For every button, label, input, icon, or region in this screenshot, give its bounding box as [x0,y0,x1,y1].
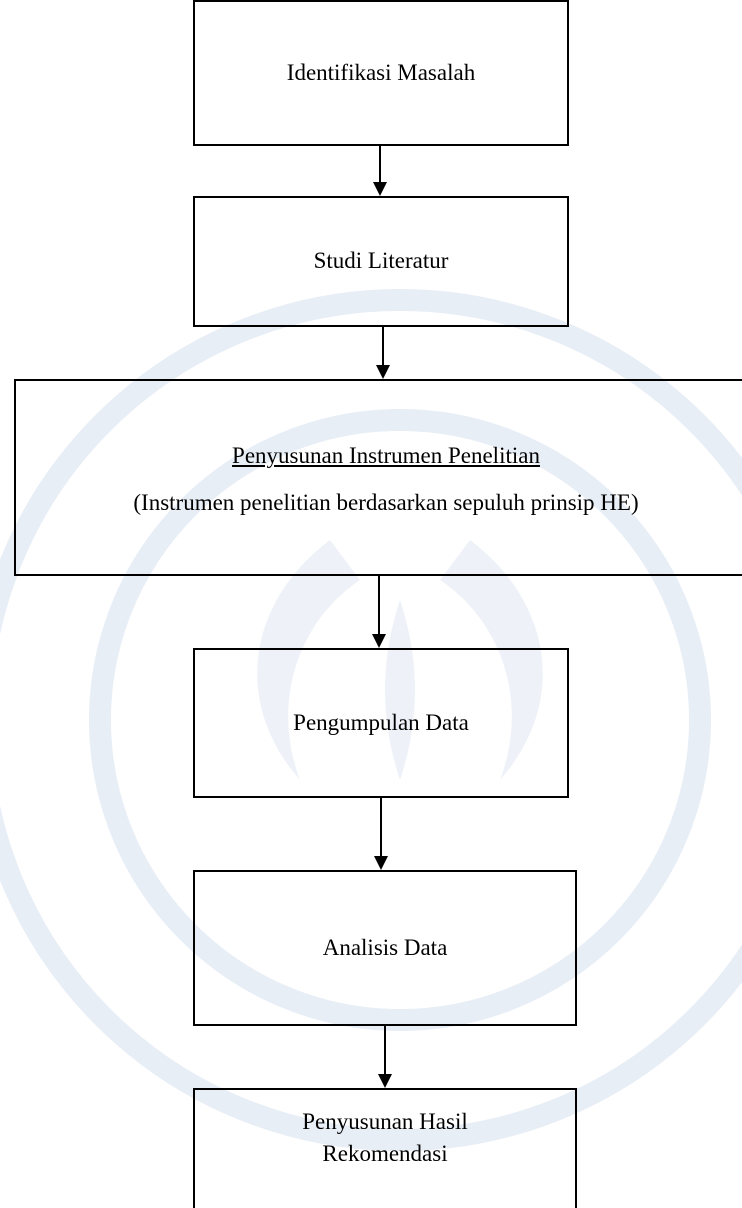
step-label: Pengumpulan Data [293,709,469,735]
step-label: Analisis Data [322,934,448,960]
step-sublabel: (Instrumen penelitian berdasarkan sepulu… [133,489,639,515]
step-analisis-data: Analisis Data [193,870,577,1026]
step-label-line1: Penyusunan Hasil [302,1109,468,1134]
arrow-2 [373,327,393,379]
step-penyusunan-hasil: Penyusunan Hasil Rekomendasi [193,1088,577,1208]
arrow-1 [370,146,390,196]
step-label: Penyusunan Instrumen Penelitian [232,443,540,469]
step-label: Identifikasi Masalah [286,59,476,85]
arrow-3 [369,576,389,648]
step-label-line2: Rekomendasi [322,1141,448,1167]
step-label: Studi Literatur [313,248,449,274]
step-identifikasi-masalah: Identifikasi Masalah [193,0,569,146]
step-studi-literatur: Studi Literatur [193,196,569,327]
step-pengumpulan-data: Pengumpulan Data [193,648,569,798]
step-penyusunan-instrumen: Penyusunan Instrumen Penelitian (Instrum… [14,379,742,576]
arrow-4 [371,798,391,870]
arrow-5 [375,1026,395,1088]
